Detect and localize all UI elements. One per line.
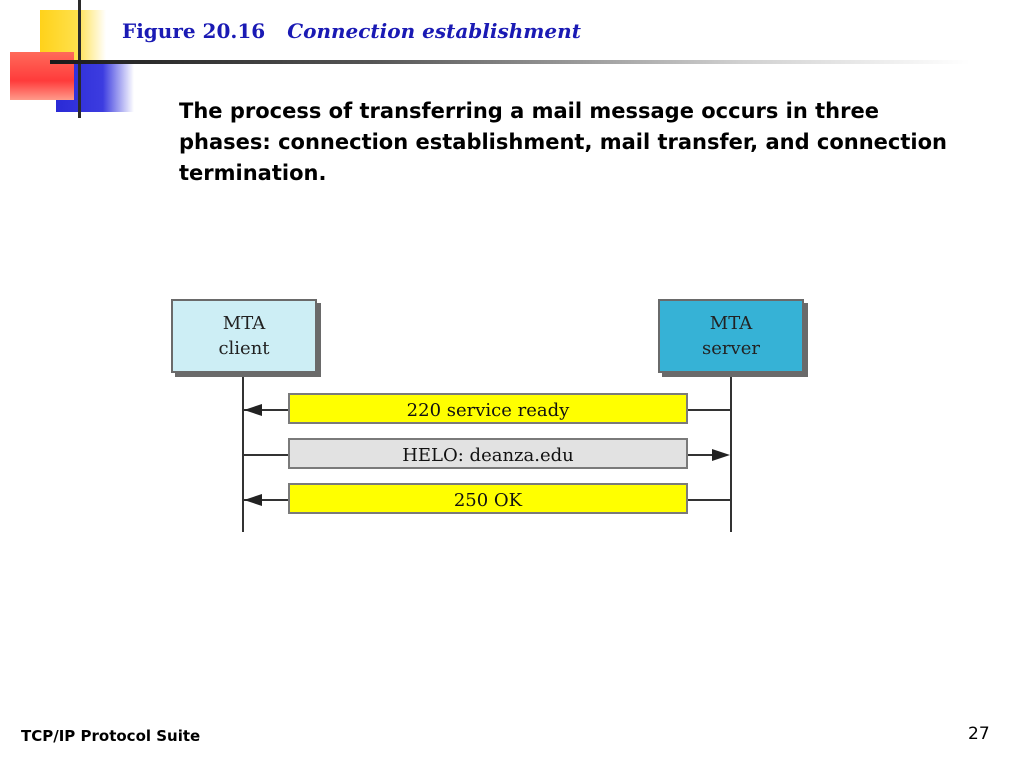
figure-name: Connection establishment: [287, 19, 581, 43]
mta-server-box: MTA server: [658, 299, 804, 373]
page-number: 27: [968, 724, 990, 744]
message-3-line-right: [688, 499, 730, 501]
client-lifeline: [242, 372, 244, 532]
connection-diagram: MTA client MTA server 220 service ready …: [168, 296, 813, 536]
message-2-line-left: [244, 454, 288, 456]
slide-title: Figure 20.16 Connection establishment: [122, 19, 581, 43]
client-label-line1: MTA: [222, 313, 266, 334]
title-underline: [50, 60, 970, 64]
figure-number: Figure 20.16: [122, 19, 266, 43]
message-2-line-right: [688, 454, 712, 456]
server-lifeline: [730, 372, 732, 532]
message-1-line-right: [688, 409, 730, 411]
message-2-arrowhead: [712, 449, 730, 461]
message-2-box: HELO: deanza.edu: [288, 438, 688, 469]
message-3-arrowhead: [244, 494, 262, 506]
message-3-label: 250 OK: [453, 490, 523, 511]
server-label-line2: server: [702, 338, 760, 359]
mta-client-box: MTA client: [171, 299, 317, 373]
message-2-label: HELO: deanza.edu: [402, 445, 574, 466]
server-label-line1: MTA: [709, 313, 753, 334]
message-1-box: 220 service ready: [288, 393, 688, 424]
footer-text: TCP/IP Protocol Suite: [21, 727, 201, 745]
description-text: The process of transferring a mail messa…: [179, 99, 947, 185]
message-3-line-left: [244, 499, 288, 501]
message-1-arrowhead: [244, 404, 262, 416]
decorative-vertical-line: [78, 0, 81, 118]
message-1-line-left: [244, 409, 288, 411]
client-label-line2: client: [218, 338, 270, 359]
message-1-label: 220 service ready: [406, 400, 570, 421]
message-3-box: 250 OK: [288, 483, 688, 514]
